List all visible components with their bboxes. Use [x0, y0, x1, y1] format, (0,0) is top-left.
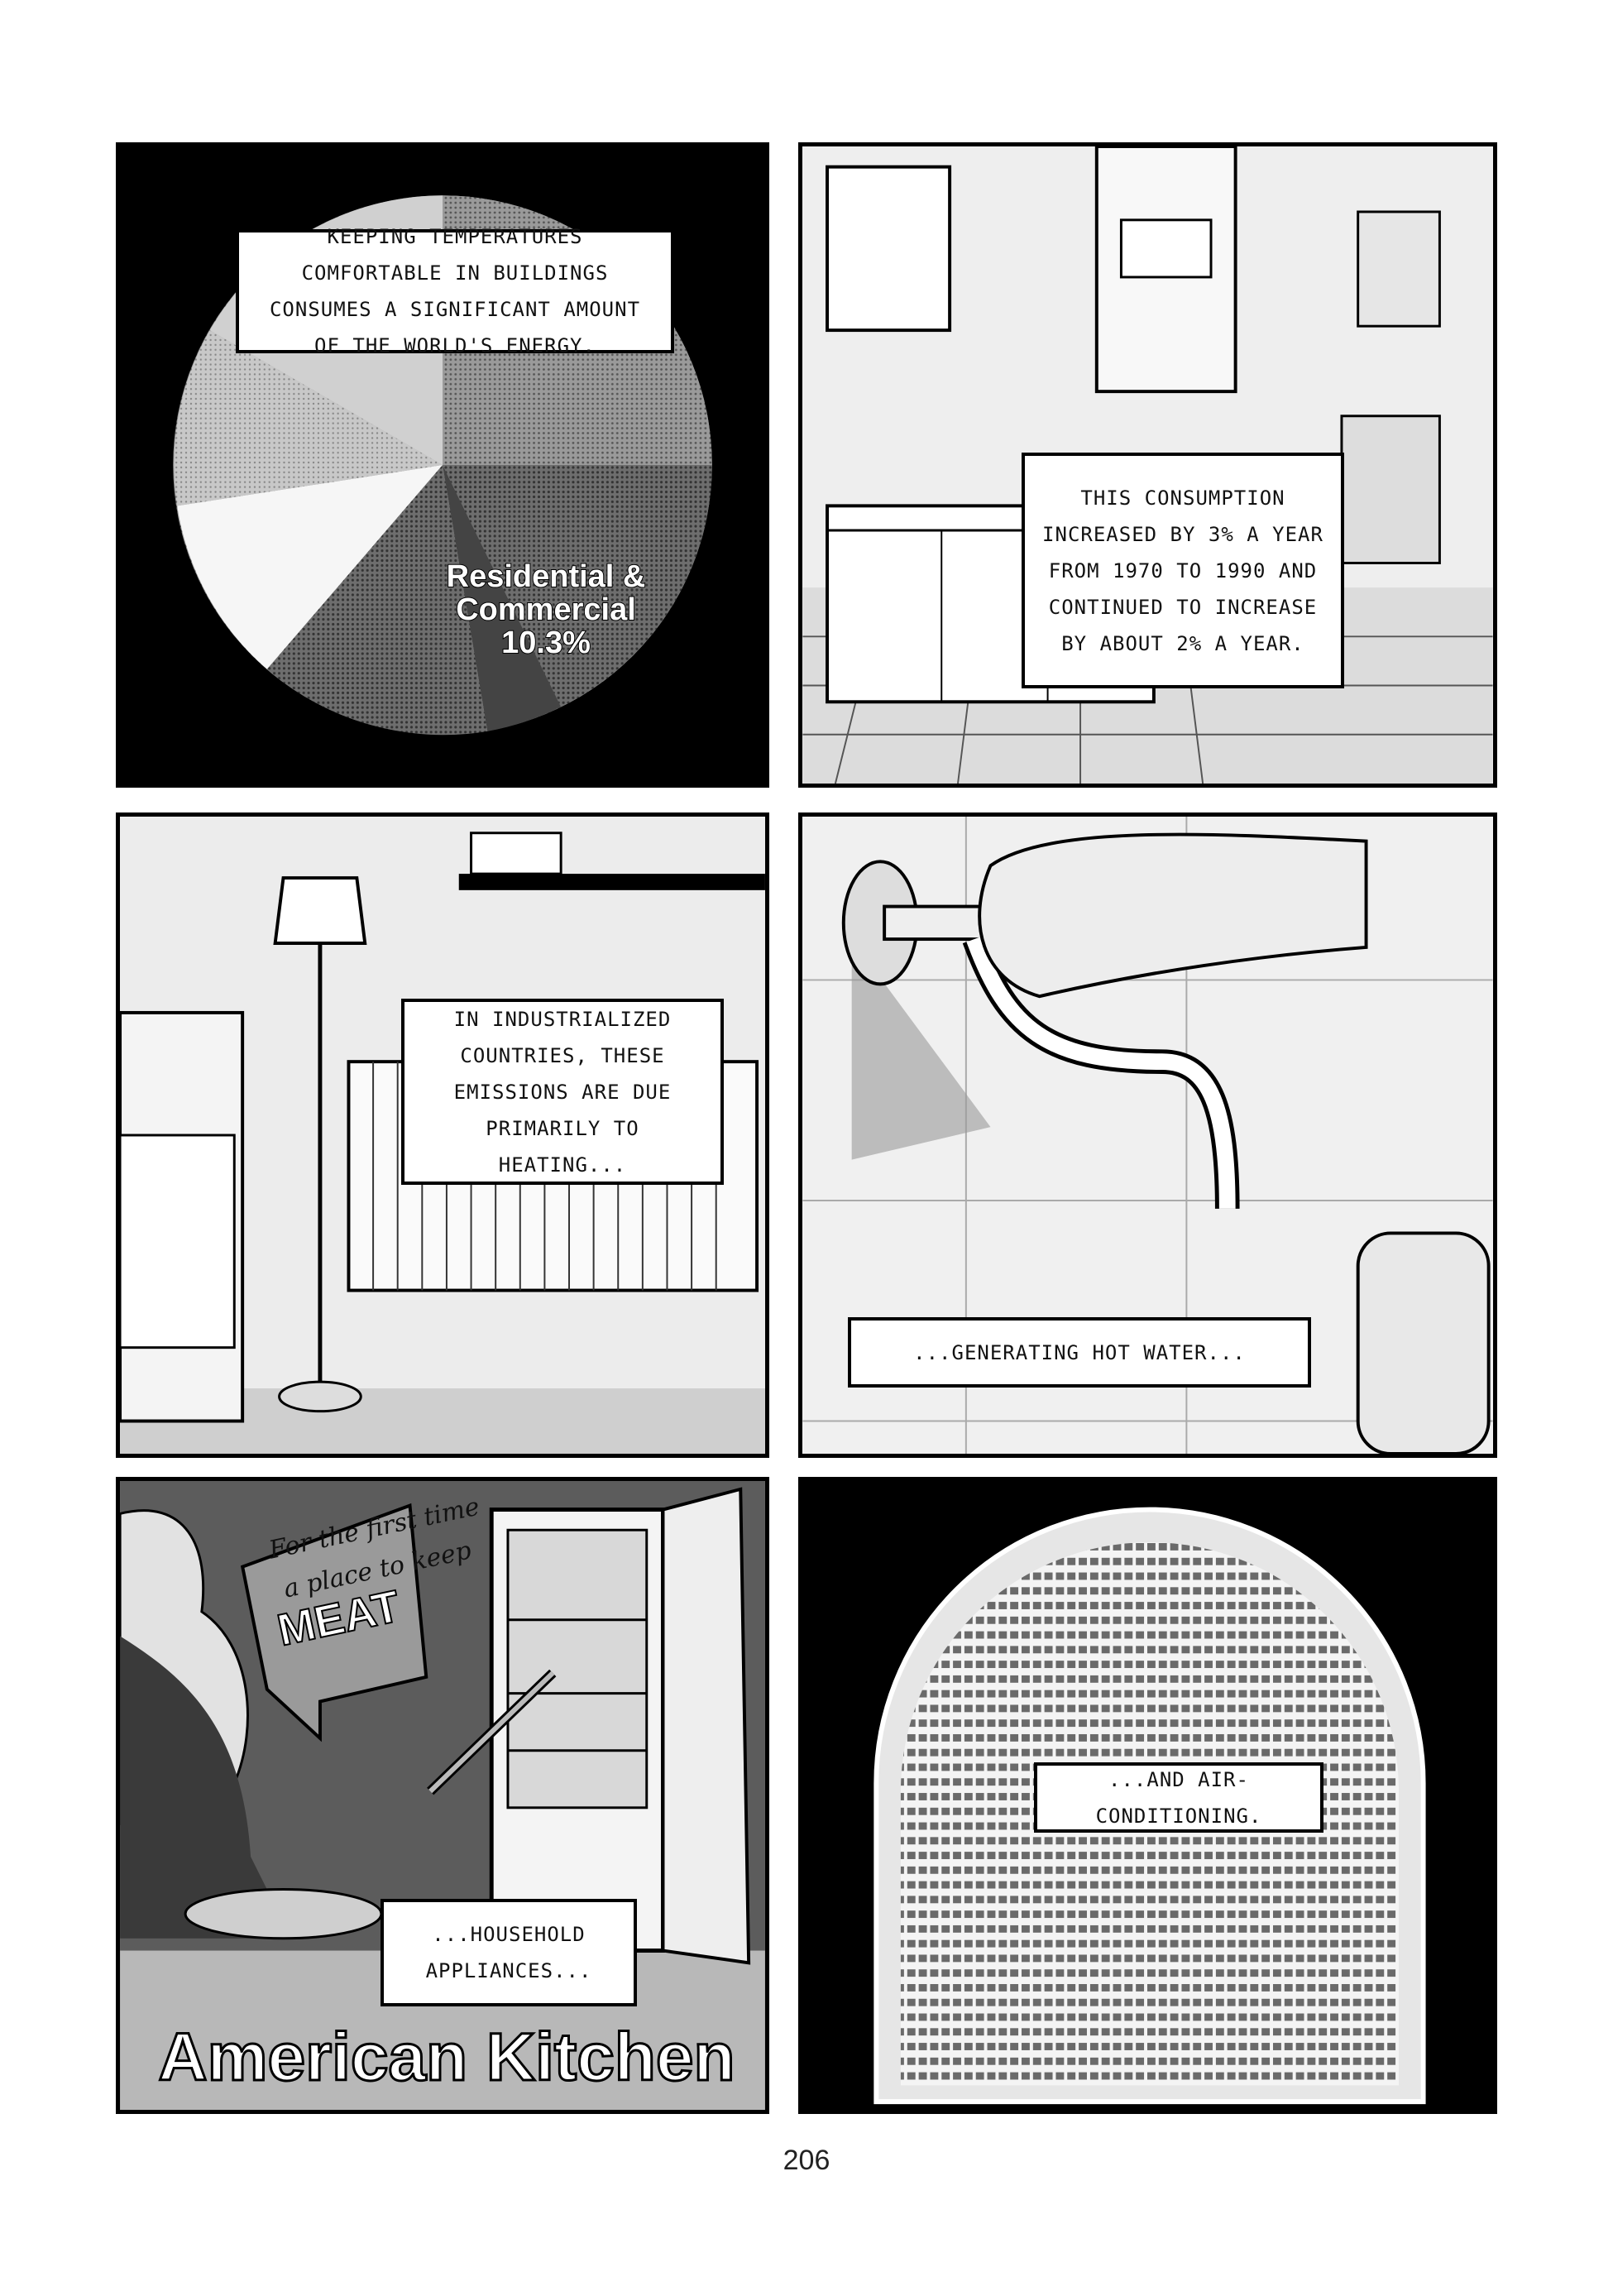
air-conditioner-illustration: [874, 1507, 1426, 2105]
panel-pie-chart: Keeping temperatures comfortable in buil…: [116, 142, 769, 788]
page-number: 206: [783, 2145, 830, 2176]
panel-appliance-ad: For the first time a place to keep MEAT …: [116, 1477, 769, 2114]
caption-consumption-increase: This consumption increased by 3% a year …: [1022, 453, 1344, 688]
panel-air-conditioner: ...and air-conditioning.: [798, 1477, 1497, 2114]
caption-hot-water: ...generating hot water...: [848, 1317, 1311, 1388]
pie-slice-label: Residential & Commercial 10.3%: [446, 559, 647, 660]
panel-faucet: ...generating hot water...: [798, 812, 1497, 1458]
appliance-ad-illustration: [120, 1481, 765, 2110]
panel-radiator: In industrialized countries, these emiss…: [116, 812, 769, 1458]
panel-kitchen: This consumption increased by 3% a year …: [798, 142, 1497, 788]
caption-heating: In industrialized countries, these emiss…: [401, 999, 724, 1185]
caption-energy-buildings: Keeping temperatures comfortable in buil…: [236, 225, 674, 357]
ad-headline: American Kitchen !: [157, 2019, 736, 2111]
caption-household-appliances: ...household appliances...: [381, 1899, 637, 2006]
caption-air-conditioning: ...and air-conditioning.: [1034, 1762, 1323, 1833]
